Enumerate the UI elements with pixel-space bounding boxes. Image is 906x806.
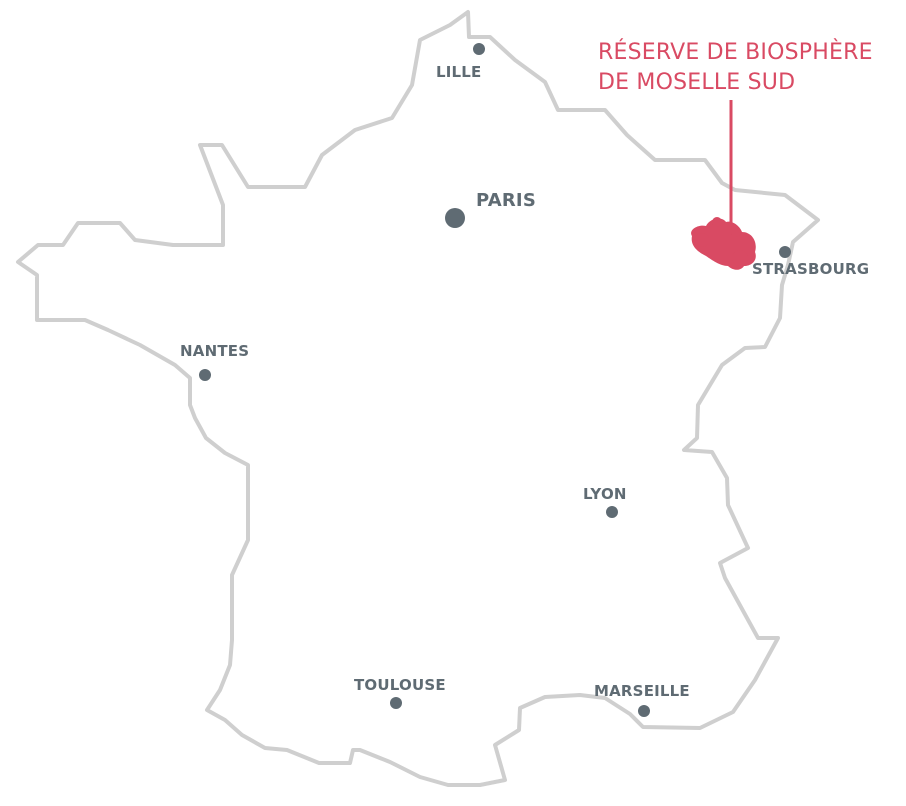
city-label-lyon: LYON [583,485,627,503]
lille-dot-icon[interactable] [473,43,485,55]
marseille-dot-icon[interactable] [638,705,650,717]
city-label-strasbourg: STRASBOURG [752,260,870,278]
city-label-toulouse: TOULOUSE [354,676,446,694]
france-border [16,10,820,787]
toulouse-dot-icon[interactable] [390,697,402,709]
lyon-dot-icon[interactable] [606,506,618,518]
city-label-lille: LILLE [436,63,482,81]
city-label-paris: PARIS [476,190,536,211]
reserve-label: RÉSERVE DE BIOSPHÈRE DE MOSELLE SUD [598,38,873,98]
city-label-marseille: MARSEILLE [594,682,690,700]
city-label-nantes: NANTES [180,342,250,360]
reserve-label-line1: RÉSERVE DE BIOSPHÈRE [598,40,873,65]
strasbourg-dot-icon[interactable] [779,246,791,258]
city-dots [199,43,791,717]
reserve-label-line2: DE MOSELLE SUD [598,70,796,95]
nantes-dot-icon[interactable] [199,369,211,381]
paris-dot-icon[interactable] [445,208,465,228]
reserve-region[interactable] [691,217,756,270]
